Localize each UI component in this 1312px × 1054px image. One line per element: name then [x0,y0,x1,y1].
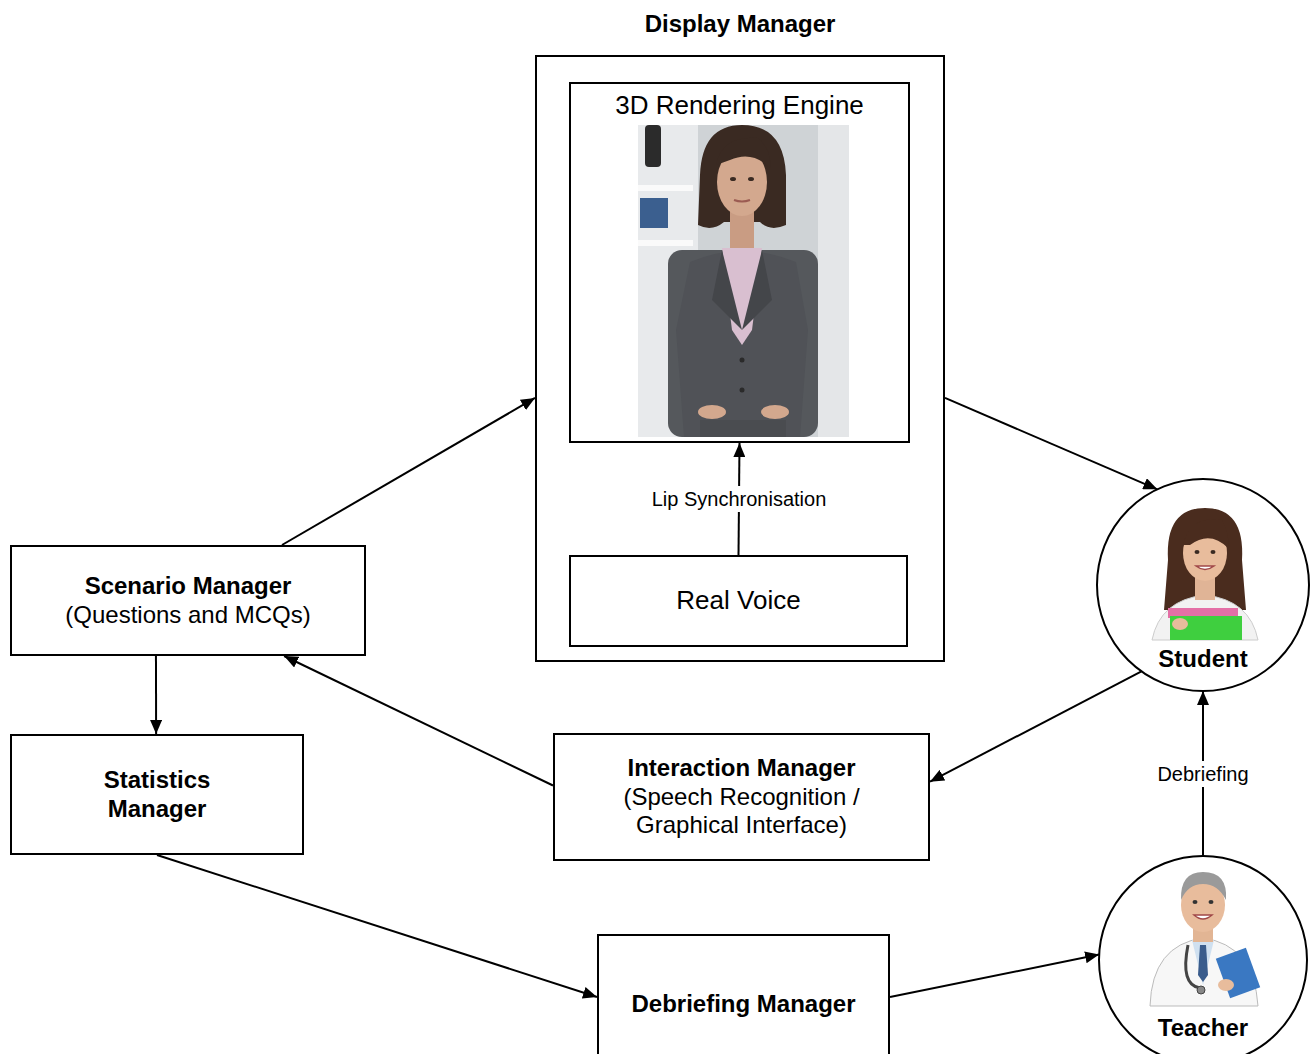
rendering-engine-box: 3D Rendering Engine [569,82,910,443]
teacher-photo-part [1216,948,1260,998]
avatar-illustration-part [716,138,770,168]
avatar-illustration-part [698,125,786,228]
avatar-illustration-part [740,388,745,393]
avatar-illustration [638,125,849,437]
connector-arrow [282,398,535,545]
student-photo-part [1211,550,1216,554]
avatar-illustration-part [638,125,849,437]
avatar-illustration-part [640,198,668,228]
actor-circle: Student [1096,478,1310,692]
connector-label: Lip Synchronisation [647,486,832,512]
student-photo-part [1195,550,1200,554]
connector-arrow [284,656,553,785]
teacher-photo [1150,872,1260,1006]
display-manager-group: Display Manager 3D Rendering EngineReal V… [535,8,945,662]
student-photo-part [1164,508,1246,610]
student-photo [1152,508,1258,640]
connector-arrow [155,656,157,734]
avatar-illustration-part [698,405,726,419]
box-title: Scenario Manager [85,572,292,601]
box-title: Real Voice [676,585,800,616]
connector-arrow [157,855,597,997]
box-subtitle: (Speech Recognition / Graphical Interfac… [592,783,892,841]
group-frame [535,55,945,662]
student-photo-part [1196,566,1214,570]
process-box: Interaction Manager(Speech Recognition /… [553,733,930,861]
connector-arrow [930,671,1141,781]
teacher-photo-part [1194,915,1212,919]
teacher-photo-part [1198,945,1208,982]
student-photo-part [1172,618,1188,630]
avatar-illustration-part [818,125,849,437]
group-heading: Display Manager [535,8,945,40]
avatar-illustration-part [742,250,772,330]
actor-label: Student [1096,644,1310,674]
avatar-illustration-part [734,200,750,202]
avatar-illustration-part [740,358,745,363]
teacher-photo-part [1197,986,1205,994]
process-box: Scenario Manager(Questions and MCQs) [10,545,366,656]
teacher-photo-part [1218,979,1234,991]
teacher-photo-part [1192,940,1214,985]
circle-outline [1099,856,1307,1054]
avatar-illustration-part [638,240,693,246]
box-title: Debriefing Manager [631,990,855,1019]
actor-circle: Teacher [1098,855,1308,1054]
avatar-illustration-part [638,185,693,191]
student-photo-part [1183,519,1228,548]
avatar-illustration-part [748,177,754,181]
process-box: Statistics Manager [10,734,304,855]
box-title: Statistics Manager [72,766,242,824]
circle-outline [1097,479,1309,691]
teacher-photo-part [1193,900,1198,904]
teacher-photo-part [1186,945,1200,988]
voice-box: Real Voice [569,555,908,647]
teacher-photo-part [1181,872,1226,900]
connector-label: Debriefing [1152,761,1253,787]
process-box: Debriefing Manager [597,934,890,1054]
avatar-illustration-part [700,420,786,437]
avatar-illustration-part [712,250,742,330]
student-photo-part [1170,616,1242,640]
actor-label: Teacher [1098,1013,1308,1043]
avatar-illustration-part [730,177,736,181]
teacher-photo-part [1209,900,1214,904]
avatar-illustration-part [761,405,789,419]
connector-arrow [890,955,1099,997]
box-subtitle: (Questions and MCQs) [65,601,310,630]
box-title: 3D Rendering Engine [571,90,908,121]
avatar-illustration-part [645,125,661,167]
student-photo-part [1152,595,1258,640]
box-title: Interaction Manager [627,754,855,783]
connector-arrow [945,398,1157,489]
